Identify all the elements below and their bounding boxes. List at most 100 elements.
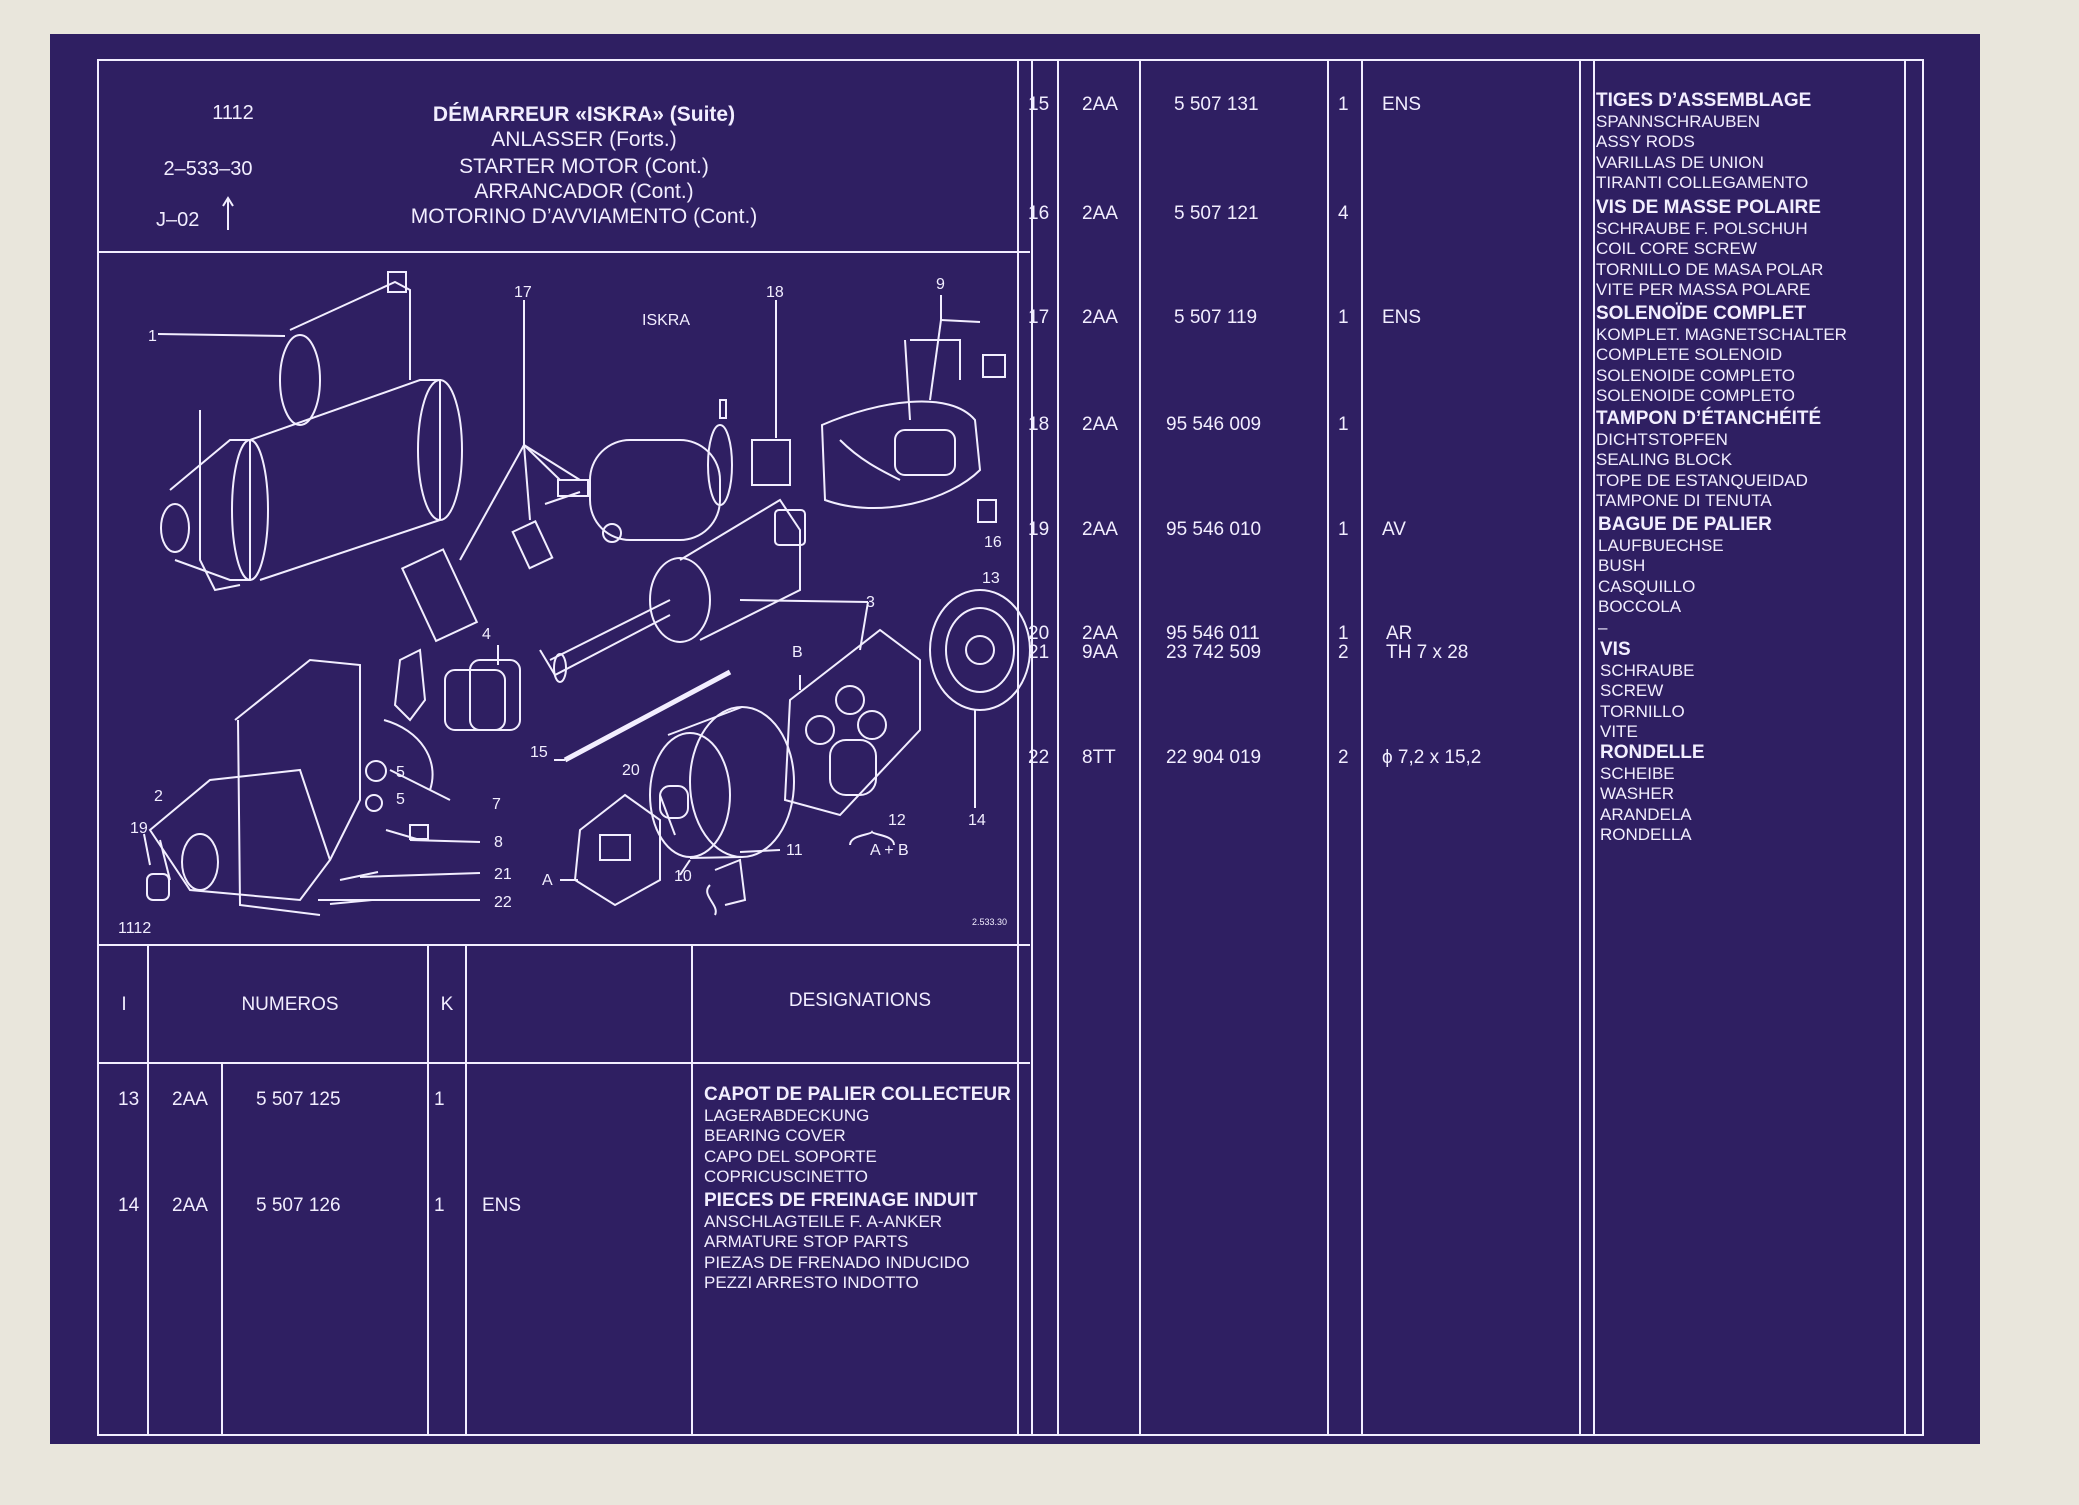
row-number: 5 507 131 <box>1174 94 1259 115</box>
row-k: 1 <box>1338 94 1349 115</box>
callout-16: 16 <box>984 534 1002 551</box>
title-de: ANLASSER (Forts.) <box>491 128 677 151</box>
callout-19: 19 <box>130 820 148 837</box>
armature-drawing <box>539 498 806 683</box>
header-code: 1112 <box>212 102 254 124</box>
title-fr: DÉMARREUR «ISKRA» (Suite) <box>432 103 736 126</box>
row-index: 15 <box>1028 94 1050 115</box>
row-number: 95 546 009 <box>1166 414 1262 435</box>
col-k: K <box>440 994 454 1015</box>
row-k: 1 <box>434 1195 445 1216</box>
header-sheet: J–02 <box>156 209 200 231</box>
row-index: 14 <box>118 1195 140 1216</box>
callout-4: 4 <box>482 626 491 643</box>
screw-16 <box>977 499 997 523</box>
callout-13: 13 <box>982 570 1000 587</box>
tie-rod-15 <box>563 669 732 763</box>
row-prefix: 9AA <box>1082 642 1118 663</box>
bush-20 <box>659 785 689 819</box>
row-number: 23 742 509 <box>1166 642 1262 663</box>
row-index: 13 <box>118 1089 140 1110</box>
figure-number: 1112 <box>118 920 152 937</box>
sealing-block-18 <box>751 439 791 486</box>
title-it: MOTORINO D’AVVIAMENTO (Cont.) <box>410 205 758 228</box>
col-designations: DESIGNATIONS <box>788 990 932 1011</box>
row-number: 5 507 121 <box>1174 203 1259 224</box>
callout-5b: 5 <box>396 791 405 808</box>
brush-holder-drawing <box>573 793 661 907</box>
row-note: ENS <box>1382 94 1422 115</box>
row-prefix: 2AA <box>1082 203 1118 224</box>
row-prefix: 2AA <box>172 1195 208 1216</box>
row-index: 21 <box>1028 642 1050 663</box>
row-k: 1 <box>1338 623 1349 644</box>
callout-12: 12 <box>888 812 906 829</box>
row-index: 18 <box>1028 414 1050 435</box>
row-number: 22 904 019 <box>1166 747 1262 768</box>
row-number: 95 546 010 <box>1166 519 1262 540</box>
row-designation: PIECES DE FREINAGE INDUIT ANSCHLAGTEILE … <box>704 1190 978 1292</box>
row-prefix: 2AA <box>1082 623 1118 644</box>
row-k: 4 <box>1338 203 1349 224</box>
row-index: 22 <box>1028 747 1050 768</box>
header-ref: 2–533–30 <box>163 158 253 180</box>
bearing-cover-13 <box>929 589 1031 711</box>
row-index: 19 <box>1028 519 1050 540</box>
row-note: TH 7 x 28 <box>1386 642 1469 663</box>
row-k: 1 <box>434 1089 445 1110</box>
solenoid-drawing <box>400 399 733 643</box>
row-number: 5 507 125 <box>256 1089 341 1110</box>
callout-14: 14 <box>968 812 986 829</box>
row-designation: CAPOT DE PALIER COLLECTEUR LAGERABDECKUN… <box>704 1084 1011 1186</box>
callout-22: 22 <box>494 894 512 911</box>
row-number: 5 507 119 <box>1174 307 1258 328</box>
callout-5a: 5 <box>396 764 405 781</box>
callout-B: B <box>792 644 803 661</box>
row-index: 16 <box>1028 203 1050 224</box>
callout-20: 20 <box>622 762 640 779</box>
row-index: 20 <box>1028 623 1050 644</box>
callout-2: 2 <box>154 788 163 805</box>
callout-A-plus-B: A + B <box>870 842 909 859</box>
callout-8: 8 <box>494 834 503 851</box>
callout-21: 21 <box>494 866 512 883</box>
assembled-starter-drawing <box>160 271 463 592</box>
callout-15: 15 <box>530 744 548 761</box>
row-note: ϕ 7,2 x 15,2 <box>1382 747 1482 768</box>
callout-1: 1 <box>148 328 157 345</box>
row-k: 1 <box>1338 414 1349 435</box>
row-note: AV <box>1382 519 1406 540</box>
arrow-up-icon <box>222 196 234 230</box>
col-numeros: NUMEROS <box>241 994 339 1015</box>
row-prefix: 2AA <box>172 1089 208 1110</box>
drive-pinion-drawing <box>383 648 521 791</box>
row-k: 1 <box>1338 519 1349 540</box>
outer-frame <box>97 59 1924 1436</box>
callout-9: 9 <box>936 276 945 293</box>
field-coil-drawing <box>820 339 1006 510</box>
callout-11: 11 <box>786 842 803 859</box>
row-prefix: 8TT <box>1082 747 1116 768</box>
col-index: I <box>121 994 127 1015</box>
callout-3: 3 <box>866 594 875 611</box>
row-designation: SOLENOÏDE COMPLET KOMPLET. MAGNETSCHALTE… <box>1596 303 1847 405</box>
row-prefix: 2AA <box>1082 519 1118 540</box>
armature-stop-parts <box>783 628 921 817</box>
row-note: ENS <box>482 1195 522 1216</box>
row-number: 5 507 126 <box>256 1195 341 1216</box>
row-note: ENS <box>1382 307 1422 328</box>
row-prefix: 2AA <box>1082 414 1118 435</box>
callout-10: 10 <box>674 868 692 885</box>
callout-A: A <box>542 872 553 889</box>
title-en: STARTER MOTOR (Cont.) <box>459 155 709 178</box>
row-designation: VIS DE MASSE POLAIRE SCHRAUBE F. POLSCHU… <box>1596 197 1824 299</box>
row-prefix: 2AA <box>1082 94 1118 115</box>
row-k: 2 <box>1338 642 1349 663</box>
callout-7: 7 <box>492 796 501 813</box>
